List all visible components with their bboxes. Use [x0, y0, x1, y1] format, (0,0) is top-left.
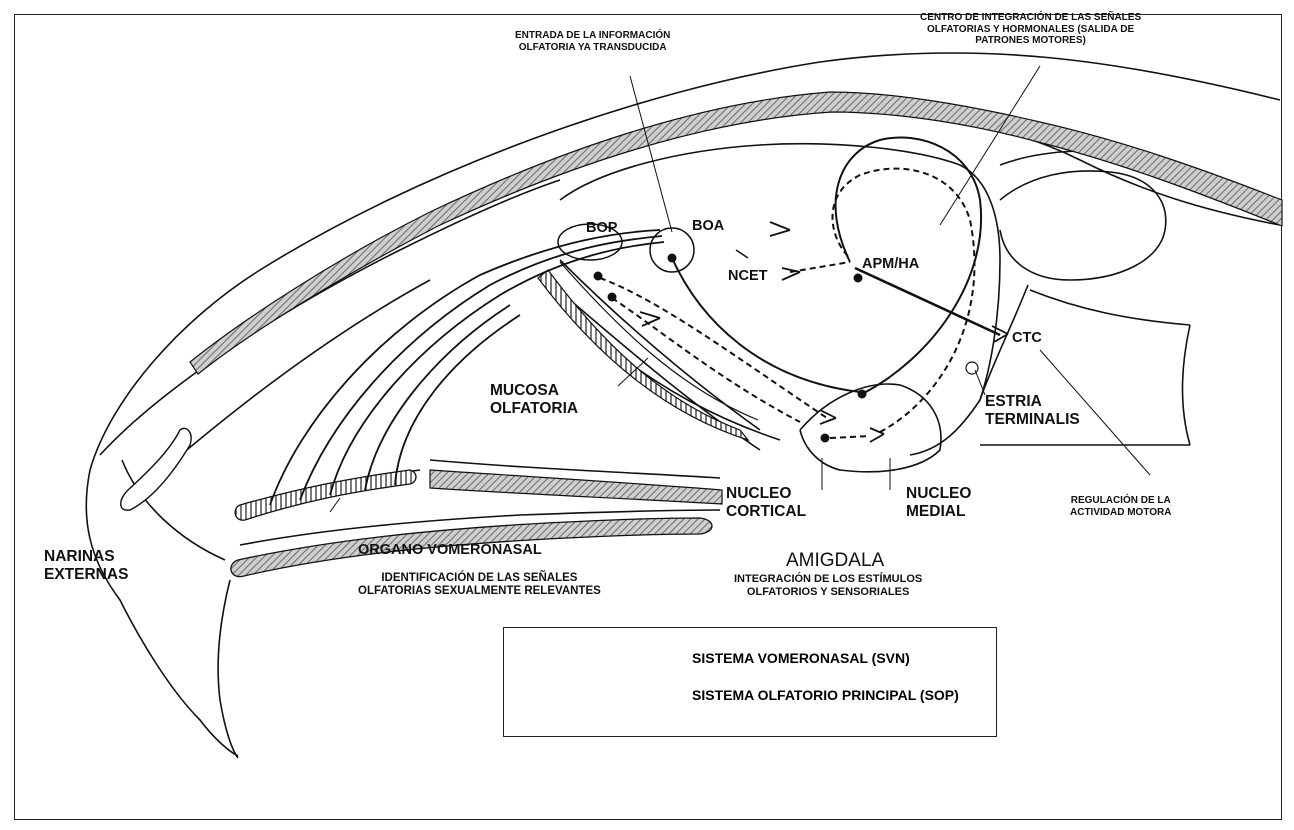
label-ctc: CTC — [1012, 330, 1042, 347]
label-nucleo-cortical: NUCLEO CORTICAL — [726, 485, 806, 521]
label-organo-vomeronasal: ORGANO VOMERONASAL — [358, 542, 542, 559]
skull-bone-hatched — [190, 92, 1282, 374]
boa-bulb — [650, 228, 694, 272]
sop-terminals — [594, 272, 830, 443]
label-identificacion: IDENTIFICACIÓN DE LAS SEÑALES OLFATORIAS… — [358, 572, 601, 598]
legend-item-sop: SISTEMA OLFATORIO PRINCIPAL (SOP) — [692, 687, 959, 703]
label-nucleo-medial: NUCLEO MEDIAL — [906, 485, 971, 521]
legend-item-svn: SISTEMA VOMERONASAL (SVN) — [692, 650, 910, 666]
label-bop: BOP — [586, 220, 617, 237]
sop-pathway — [600, 169, 974, 438]
label-estria: ESTRIA TERMINALIS — [985, 393, 1080, 429]
label-entrada: ENTRADA DE LA INFORMACIÓN OLFATORIA YA T… — [515, 30, 670, 53]
label-regulacion: REGULACIÓN DE LA ACTIVIDAD MOTORA — [1070, 495, 1171, 518]
label-amigdala: AMIGDALA — [786, 550, 884, 572]
label-ncet: NCET — [728, 268, 767, 285]
label-integracion: INTEGRACIÓN DE LOS ESTÍMULOS OLFATORIOS … — [734, 573, 922, 598]
legend: SISTEMA VOMERONASAL (SVN) SISTEMA OLFATO… — [503, 627, 997, 737]
nasal-oval — [121, 428, 191, 510]
vomeronasal-organ — [235, 470, 416, 520]
label-mucosa: MUCOSA OLFATORIA — [490, 382, 578, 418]
label-narinas: NARINAS EXTERNAS — [44, 548, 128, 584]
label-boa: BOA — [692, 218, 724, 235]
svn-pathway — [672, 138, 1000, 396]
label-apm-ha: APM/HA — [862, 256, 919, 273]
label-centro: CENTRO DE INTEGRACIÓN DE LAS SEÑALES OLF… — [920, 12, 1141, 47]
